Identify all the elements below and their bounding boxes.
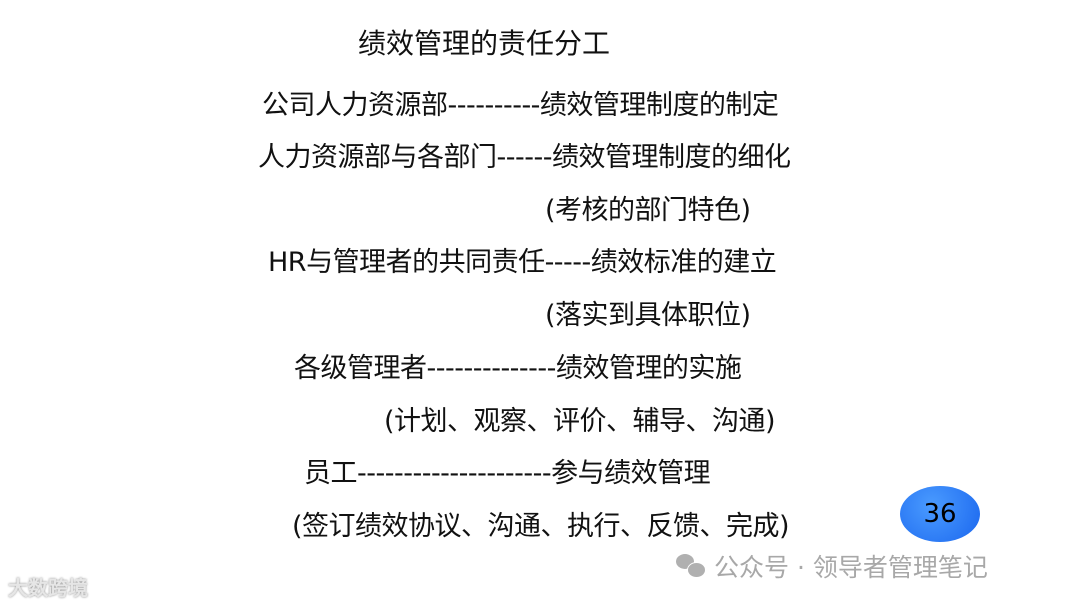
line-hr-and-depts: 人力资源部与各部门------绩效管理制度的细化 [258, 142, 791, 173]
watermark-text: 公众号 · 领导者管理笔记 [714, 553, 988, 582]
page-number-badge: 36 [900, 486, 980, 542]
line-hr-managers-note: (落实到具体职位) [545, 300, 751, 331]
line-hr-managers: HR与管理者的共同责任-----绩效标准的建立 [268, 247, 777, 278]
corner-logo: 大数跨境 [8, 576, 88, 600]
line-employees-note: (签订绩效协议、沟通、执行、反馈、完成) [292, 511, 790, 542]
line-hr-dept: 公司人力资源部----------绩效管理制度的制定 [262, 90, 779, 121]
wechat-icon [676, 554, 706, 578]
line-employees: 员工---------------------参与绩效管理 [304, 458, 711, 489]
slide-title: 绩效管理的责任分工 [358, 27, 611, 60]
line-hr-and-depts-note: (考核的部门特色) [545, 195, 751, 226]
line-managers: 各级管理者--------------绩效管理的实施 [294, 353, 742, 384]
line-managers-note: (计划、观察、评价、辅导、沟通) [384, 406, 776, 437]
watermark: 公众号 · 领导者管理笔记 [676, 548, 988, 584]
